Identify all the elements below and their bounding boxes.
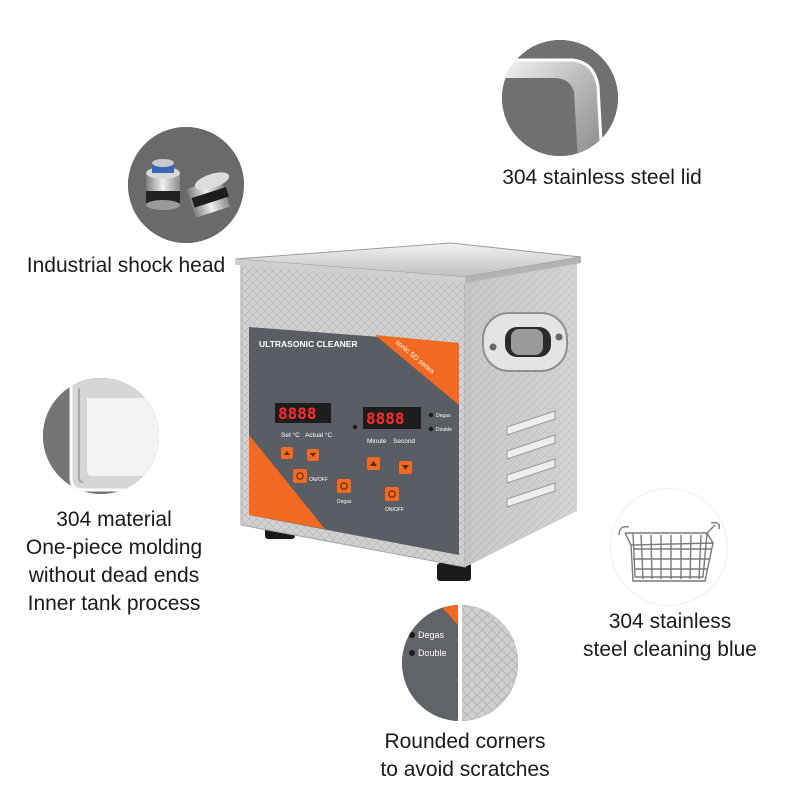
double-indicator-label: Double	[436, 427, 452, 433]
shock-head-caption: Industrial shock head	[26, 254, 226, 277]
shock-head-image	[128, 127, 244, 243]
temp-up-button[interactable]	[281, 447, 293, 459]
time-up-button[interactable]	[367, 457, 380, 470]
wire-basket-icon	[618, 521, 721, 582]
basket-caption-line-2: steel cleaning blue	[583, 638, 757, 661]
basket-image	[610, 488, 728, 606]
side-handle	[482, 312, 568, 372]
side-vents	[506, 410, 556, 508]
time-down-button[interactable]	[399, 461, 412, 474]
detail-degas-label: Degas	[418, 630, 445, 640]
time-display: 8888	[366, 409, 405, 428]
corners-caption-line-1: Rounded corners	[384, 730, 546, 753]
degas-button-label: Degas	[337, 499, 352, 505]
second-label: Second	[393, 438, 415, 445]
detail-double-label: Double	[418, 648, 447, 658]
heat-onoff-button[interactable]: ON/OFF	[293, 469, 328, 483]
lid-caption: 304 stainless steel lid	[502, 166, 702, 189]
temperature-display: 8888	[278, 404, 317, 423]
ultrasonic-cleaner-image: ULTRASONIC CLEANER sonic SD series 8888 …	[234, 242, 582, 581]
brand-label: ULTRASONIC CLEANER	[259, 339, 358, 349]
material-caption-line-1: 304 material	[56, 508, 172, 531]
inner-tank-image	[43, 378, 159, 494]
heat-onoff-label: ON/OFF	[309, 477, 328, 483]
material-caption-line-3: without dead ends	[28, 564, 200, 587]
control-panel: ULTRASONIC CLEANER sonic SD series 8888 …	[249, 327, 459, 555]
actual-temp-label: Actual °C	[305, 431, 332, 439]
temp-down-button[interactable]	[307, 449, 319, 461]
power-onoff-label: ON/OFF	[385, 507, 404, 513]
set-temp-label: Set °C	[281, 431, 300, 439]
material-caption-line-4: Inner tank process	[27, 592, 201, 615]
power-onoff-button[interactable]: ON/OFF	[385, 487, 404, 513]
basket-caption-line-1: 304 stainless	[608, 610, 732, 633]
corner-detail-image: Degas Double	[402, 605, 518, 721]
material-caption-line-2: One-piece molding	[25, 536, 203, 559]
degas-button[interactable]: Degas	[337, 479, 352, 505]
foot-right	[437, 563, 471, 581]
corners-caption-line-2: to avoid scratches	[380, 758, 550, 781]
lid-closeup-image	[502, 40, 618, 156]
minute-label: Minute	[367, 438, 387, 445]
degas-indicator-label: Degas	[436, 413, 451, 419]
